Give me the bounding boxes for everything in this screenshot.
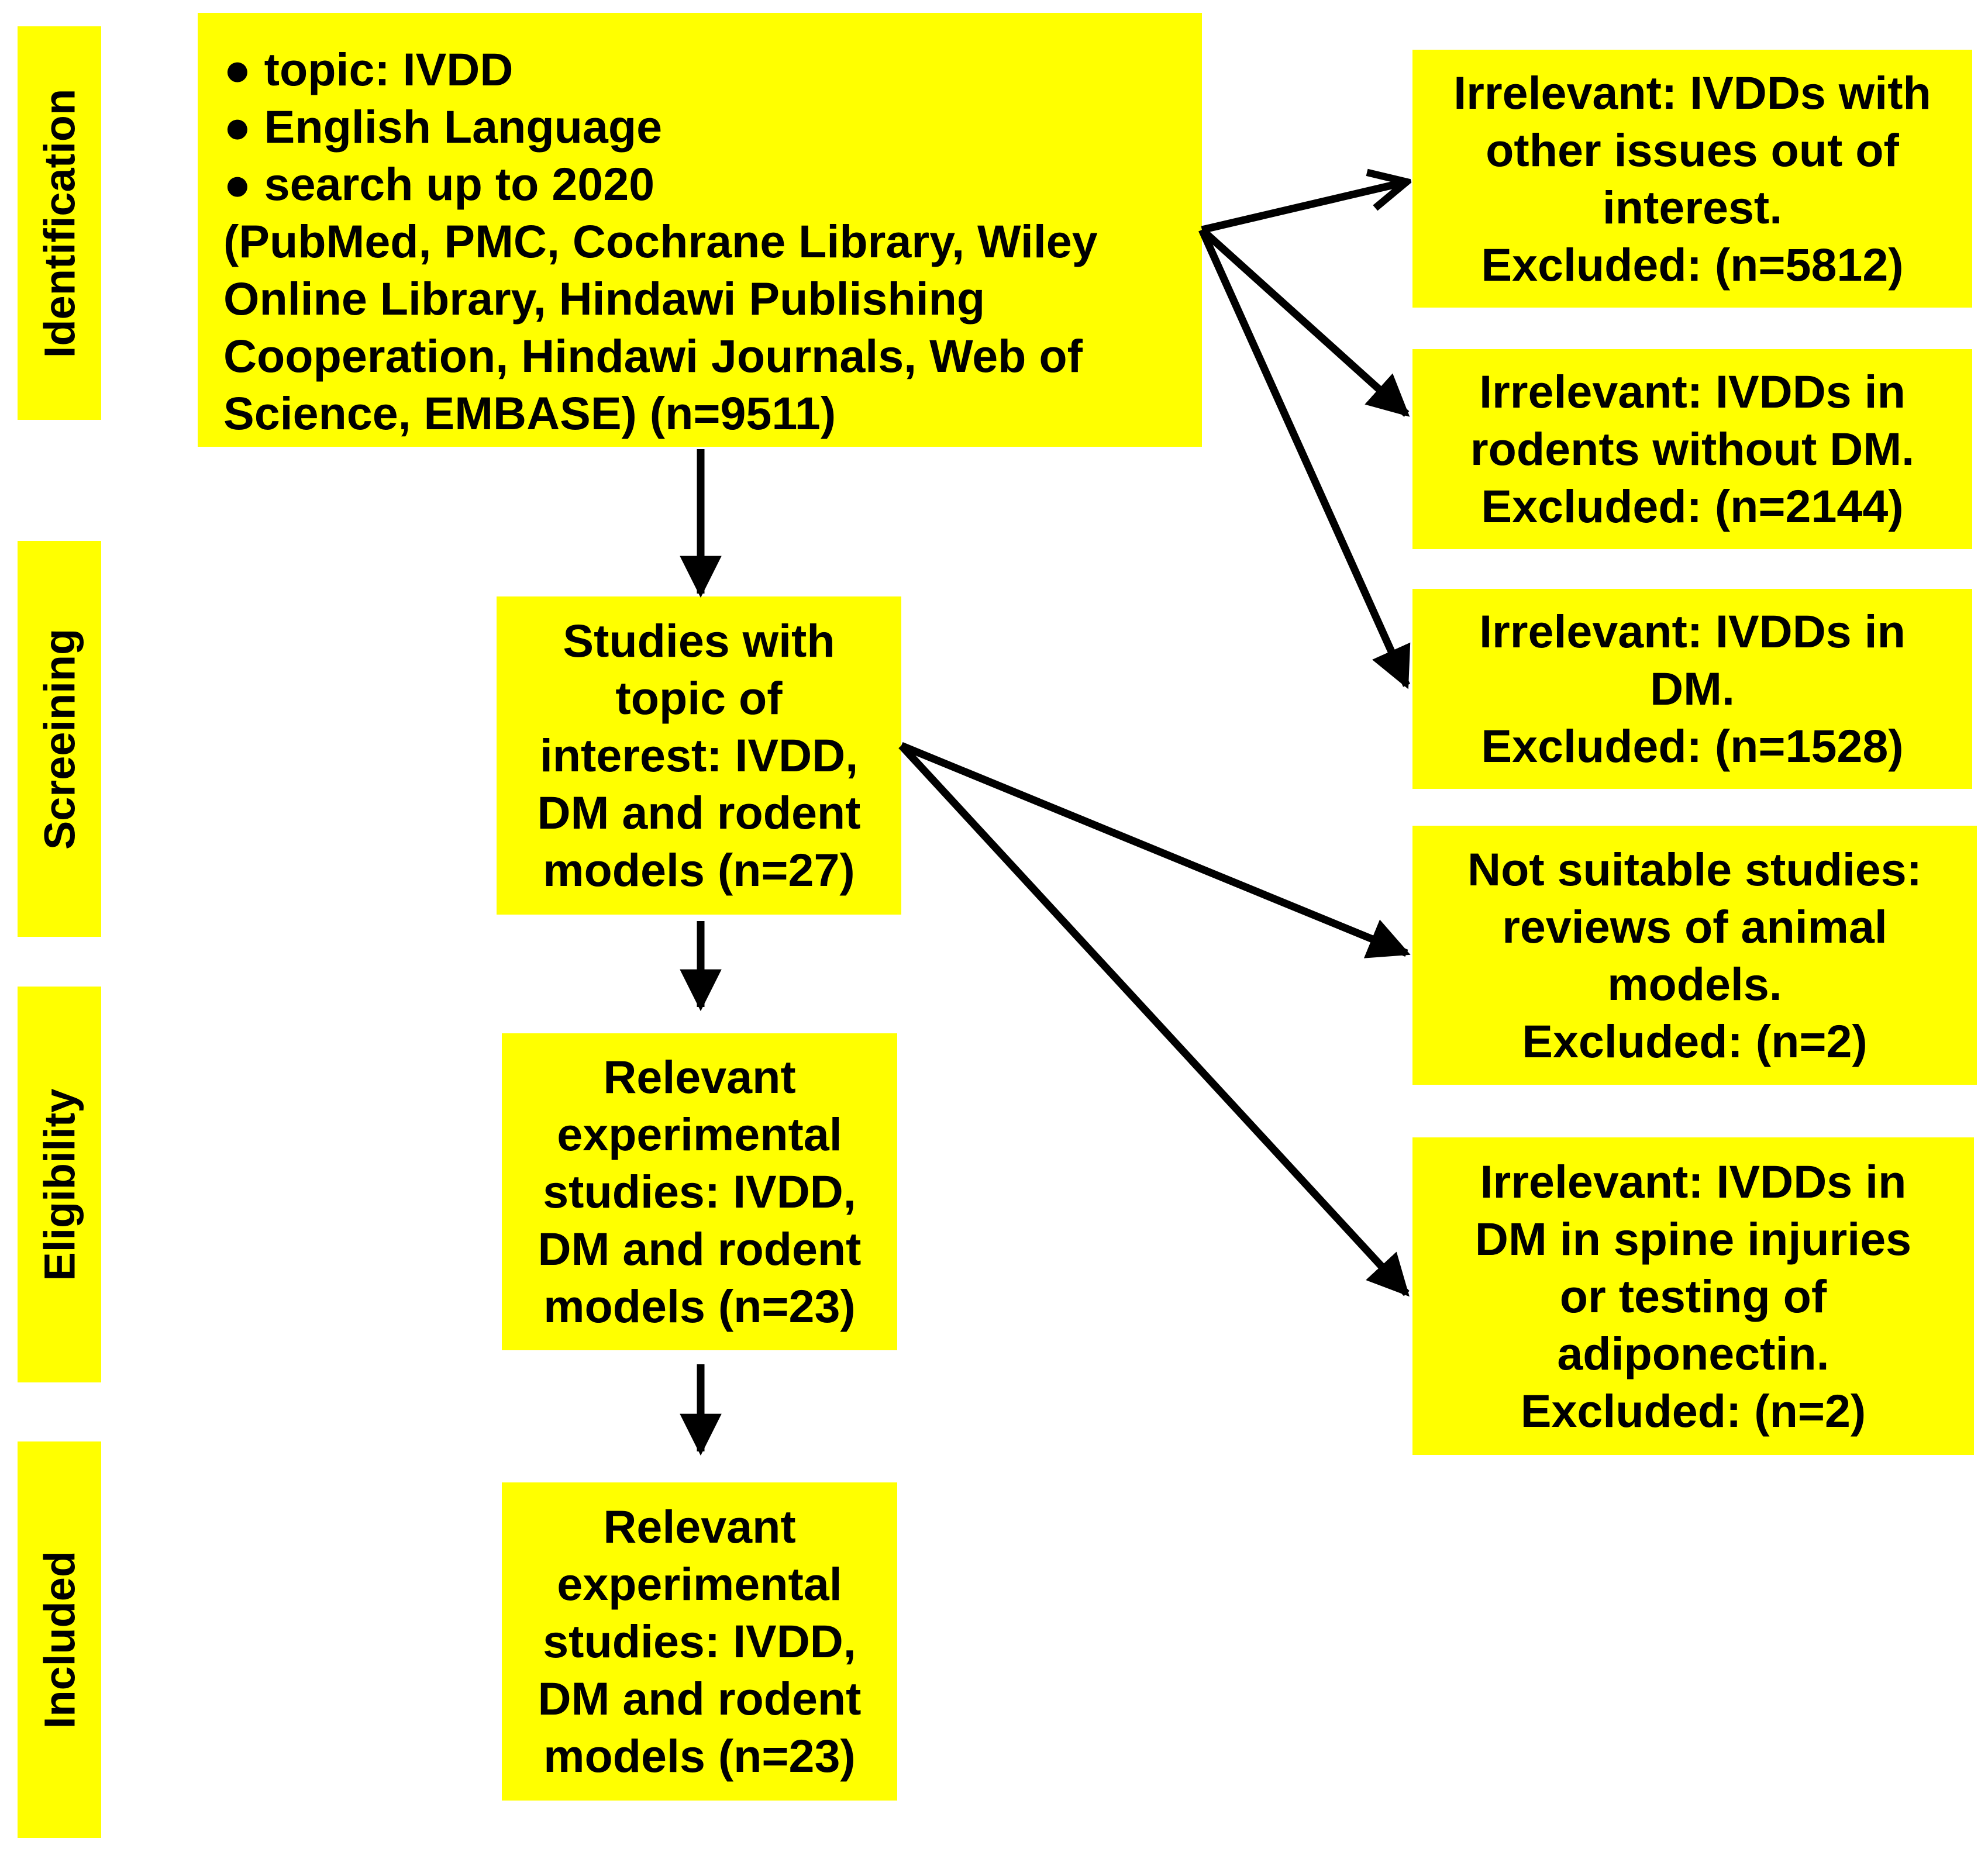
box-line: Relevant bbox=[603, 1051, 796, 1103]
identification-box: ● topic: IVDD ● English Language ● searc… bbox=[198, 13, 1202, 447]
criteria-text: topic: IVDD bbox=[264, 43, 514, 95]
arrow-to-excluded-ivdds-in-dm bbox=[1198, 228, 1411, 689]
box-line: DM in spine injuries bbox=[1474, 1212, 1912, 1265]
stage-eligibility: Eligibility bbox=[18, 987, 101, 1382]
box-line: Excluded: (n=2) bbox=[1522, 1015, 1868, 1067]
box-line: Irrelevant: IVDDs in bbox=[1480, 1155, 1907, 1208]
box-line: models. bbox=[1607, 957, 1782, 1010]
arrow-to-excluded-other-issues bbox=[1201, 182, 1407, 234]
sources-line: (PubMed, PMC, Cochrane Library, Wiley bbox=[223, 215, 1098, 267]
stage-identification: Identification bbox=[18, 26, 101, 420]
box-line: interest: IVDD, bbox=[539, 729, 859, 781]
excluded-box-reviews: Not suitable studies: reviews of animal … bbox=[1412, 826, 1977, 1085]
excluded-box-spine-injuries: Irrelevant: IVDDs in DM in spine injurie… bbox=[1412, 1137, 1974, 1455]
box-line: Excluded: (n=1528) bbox=[1481, 720, 1904, 772]
box-line: experimental bbox=[557, 1108, 842, 1160]
box-line: other issues out of bbox=[1486, 123, 1899, 176]
eligibility-box: Relevant experimental studies: IVDD, DM … bbox=[502, 1033, 897, 1350]
stage-screening: Screeining bbox=[18, 541, 101, 937]
included-box: Relevant experimental studies: IVDD, DM … bbox=[502, 1482, 897, 1801]
criteria-item: ● English Language bbox=[223, 98, 1202, 156]
box-line: rodents without DM. bbox=[1470, 423, 1915, 475]
box-line: models (n=23) bbox=[543, 1730, 856, 1782]
box-line: Excluded: (n=2144) bbox=[1481, 480, 1904, 532]
box-line: models (n=23) bbox=[543, 1280, 856, 1332]
screening-box: Studies with topic of interest: IVDD, DM… bbox=[497, 596, 901, 915]
criteria-item: ● search up to 2020 bbox=[223, 156, 1202, 213]
box-line: Excluded: (n=2) bbox=[1520, 1384, 1866, 1437]
bullet-icon: ● bbox=[223, 101, 251, 153]
box-line: DM and rodent bbox=[537, 787, 861, 839]
box-line: topic of bbox=[615, 672, 783, 724]
box-line: adiponectin. bbox=[1557, 1327, 1829, 1379]
stage-included: Included bbox=[18, 1441, 101, 1838]
sources-line: Online Library, Hindawi Publishing bbox=[223, 273, 986, 325]
box-line: interest. bbox=[1602, 181, 1783, 233]
arrow-to-excluded-reviews bbox=[900, 742, 1411, 958]
box-line: DM and rodent bbox=[538, 1223, 862, 1275]
box-line: Studies with bbox=[563, 615, 835, 667]
box-line: Irrelevant: IVDDs in bbox=[1479, 605, 1906, 657]
excluded-box-ivdds-in-dm: Irrelevant: IVDDs in DM. Excluded: (n=15… bbox=[1412, 589, 1972, 789]
excluded-box-other-issues: Irrelevant: IVDDs with other issues out … bbox=[1412, 50, 1972, 308]
box-line: Relevant bbox=[603, 1501, 796, 1553]
excluded-box-rodents-without-dm: Irrelevant: IVDDs in rodents without DM.… bbox=[1412, 349, 1972, 549]
box-line: Irrelevant: IVDDs with bbox=[1453, 66, 1931, 119]
sources-line: Cooperation, Hindawi Journals, Web of bbox=[223, 330, 1083, 382]
arrow-to-excluded-spine-injuries bbox=[898, 743, 1410, 1297]
bullet-icon: ● bbox=[223, 43, 251, 95]
box-line: DM and rodent bbox=[538, 1672, 862, 1725]
bullet-icon: ● bbox=[223, 158, 251, 210]
criteria-item: ● topic: IVDD bbox=[223, 41, 1202, 98]
criteria-text: English Language bbox=[264, 101, 663, 153]
box-line: Irrelevant: IVDDs in bbox=[1479, 365, 1906, 418]
box-line: studies: IVDD, bbox=[543, 1165, 856, 1218]
box-line: studies: IVDD, bbox=[543, 1615, 856, 1667]
criteria-text: search up to 2020 bbox=[264, 158, 655, 210]
box-line: experimental bbox=[557, 1558, 842, 1610]
box-line: reviews of animal bbox=[1502, 900, 1887, 953]
box-line: or testing of bbox=[1559, 1270, 1827, 1322]
box-line: DM. bbox=[1650, 663, 1735, 715]
box-line: Excluded: (n=5812) bbox=[1481, 238, 1904, 291]
sources-line: Science, EMBASE) (n=9511) bbox=[223, 387, 836, 439]
box-line: models (n=27) bbox=[543, 844, 855, 896]
box-line: Not suitable studies: bbox=[1467, 843, 1922, 895]
arrow-to-excluded-rodents-without-dm bbox=[1199, 227, 1410, 417]
